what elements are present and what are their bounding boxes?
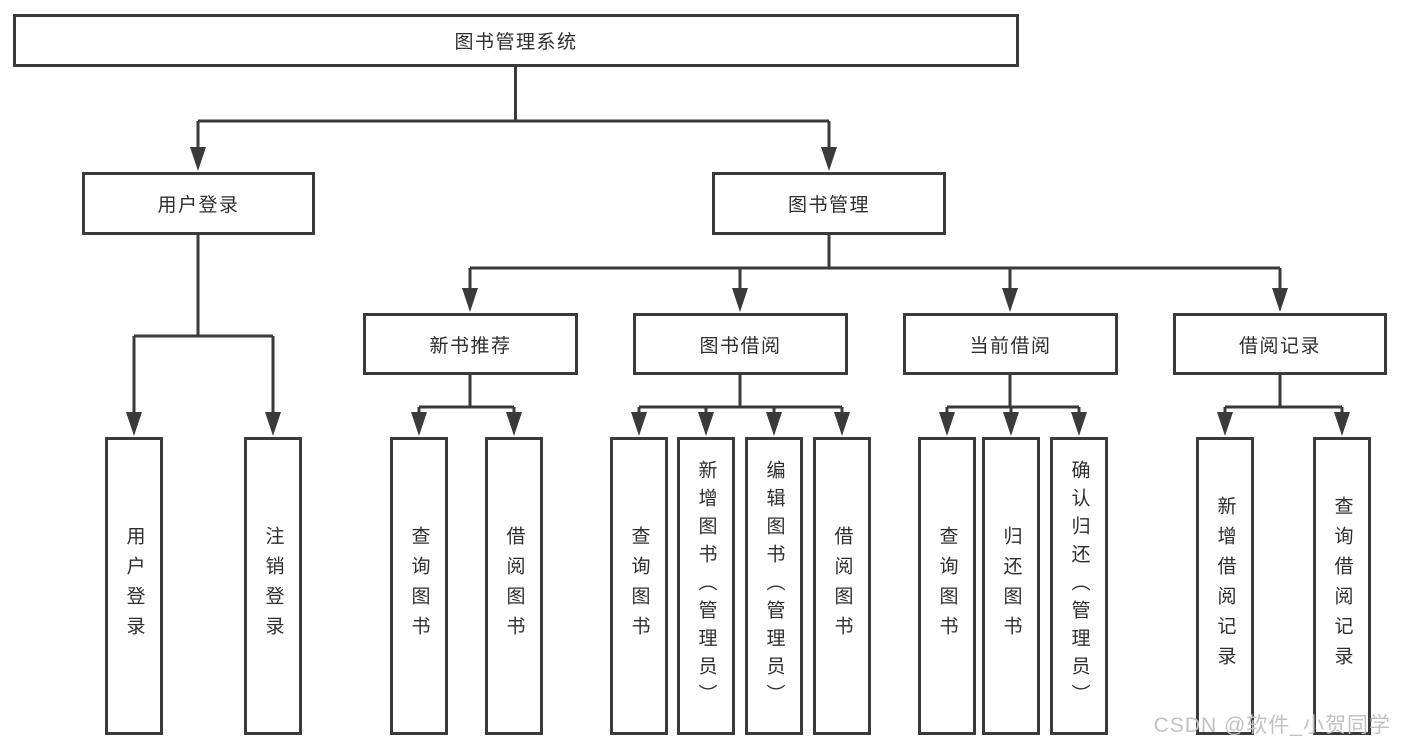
node-label: 新增图书（管理员） xyxy=(695,460,717,712)
node-label: 图书管理 xyxy=(787,195,870,216)
leaf-add-borrow-record: 新增借阅记录 xyxy=(1196,437,1254,735)
leaf-confirm-return-admin: 确认归还（管理员） xyxy=(1050,437,1108,735)
node-borrowing-records: 借阅记录 xyxy=(1173,313,1387,375)
leaf-query-books-2: 查询图书 xyxy=(610,437,668,735)
leaf-logout: 注销登录 xyxy=(244,437,302,735)
node-label: 借阅图书 xyxy=(831,526,853,646)
leaf-user-login: 用户登录 xyxy=(105,437,163,735)
node-label: 借阅图书 xyxy=(503,526,525,646)
node-library-management-system: 图书管理系统 xyxy=(13,14,1019,67)
node-label: 用户登录 xyxy=(123,526,145,646)
connector-bookmgmt-to-level3 xyxy=(462,234,1288,312)
connector-newbooks-to-leaves xyxy=(411,374,522,436)
connector-currentborrow-to-leaves xyxy=(939,374,1087,436)
leaf-borrow-books-1: 借阅图书 xyxy=(485,437,543,735)
node-label: 图书借阅 xyxy=(699,335,782,357)
node-label: 注销登录 xyxy=(262,526,284,646)
node-label: 新增借阅记录 xyxy=(1214,496,1236,676)
node-new-book-recommend: 新书推荐 xyxy=(363,313,578,375)
leaf-return-book: 归还图书 xyxy=(982,437,1040,735)
connector-root-to-level2 xyxy=(190,67,837,171)
node-label: 归还图书 xyxy=(1000,526,1022,646)
node-label: 查询图书 xyxy=(628,526,650,646)
node-label: 查询借阅记录 xyxy=(1331,496,1353,676)
node-label: 新书推荐 xyxy=(429,335,512,357)
connector-bookborrow-to-leaves xyxy=(631,374,850,436)
leaf-borrow-books-2: 借阅图书 xyxy=(813,437,871,735)
node-current-borrowing: 当前借阅 xyxy=(903,313,1118,375)
connector-borrowrecords-to-leaves xyxy=(1217,374,1350,436)
node-label: 确认归还（管理员） xyxy=(1068,460,1090,712)
node-label: 图书管理系统 xyxy=(454,32,578,53)
node-label: 查询图书 xyxy=(408,526,430,646)
node-book-management: 图书管理 xyxy=(712,172,946,235)
node-label: 借阅记录 xyxy=(1238,335,1321,357)
leaf-query-borrow-record: 查询借阅记录 xyxy=(1313,437,1371,735)
leaf-query-books-1: 查询图书 xyxy=(390,437,448,735)
node-label: 当前借阅 xyxy=(969,335,1052,357)
node-label: 查询图书 xyxy=(936,526,958,646)
leaf-add-book-admin: 新增图书（管理员） xyxy=(677,437,735,735)
leaf-query-books-3: 查询图书 xyxy=(918,437,976,735)
leaf-edit-book-admin: 编辑图书（管理员） xyxy=(745,437,803,735)
node-book-borrowing: 图书借阅 xyxy=(633,313,848,375)
connector-userlogin-to-leaves xyxy=(126,234,281,436)
node-label: 用户登录 xyxy=(157,195,240,216)
node-label: 编辑图书（管理员） xyxy=(763,460,785,712)
node-user-login: 用户登录 xyxy=(82,172,315,235)
